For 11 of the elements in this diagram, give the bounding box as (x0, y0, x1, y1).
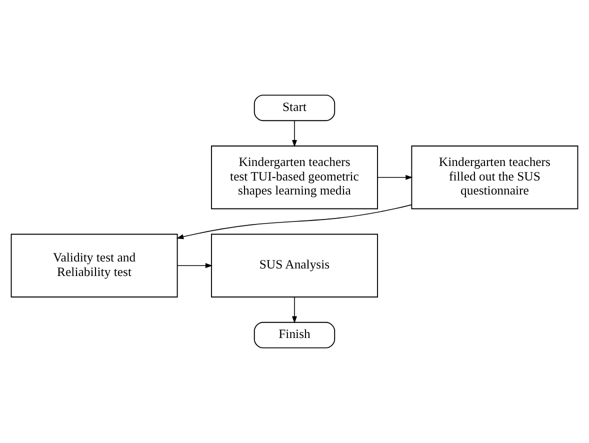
node-box: Kindergarten teachers test TUI-based geometric shapes learning media (211, 146, 378, 210)
node-box: Start (254, 94, 336, 122)
arrow (176, 204, 412, 240)
arrow (292, 120, 297, 148)
arrow (177, 263, 213, 268)
node-box: Kindergarten teachers filled out the SUS questionnaire (411, 146, 578, 210)
node-box: Validity test and Reliability test (10, 234, 178, 298)
arrow (377, 174, 413, 180)
arrow (292, 296, 297, 324)
node-box: SUS Analysis (211, 234, 378, 298)
node-box: Finish (254, 322, 336, 348)
